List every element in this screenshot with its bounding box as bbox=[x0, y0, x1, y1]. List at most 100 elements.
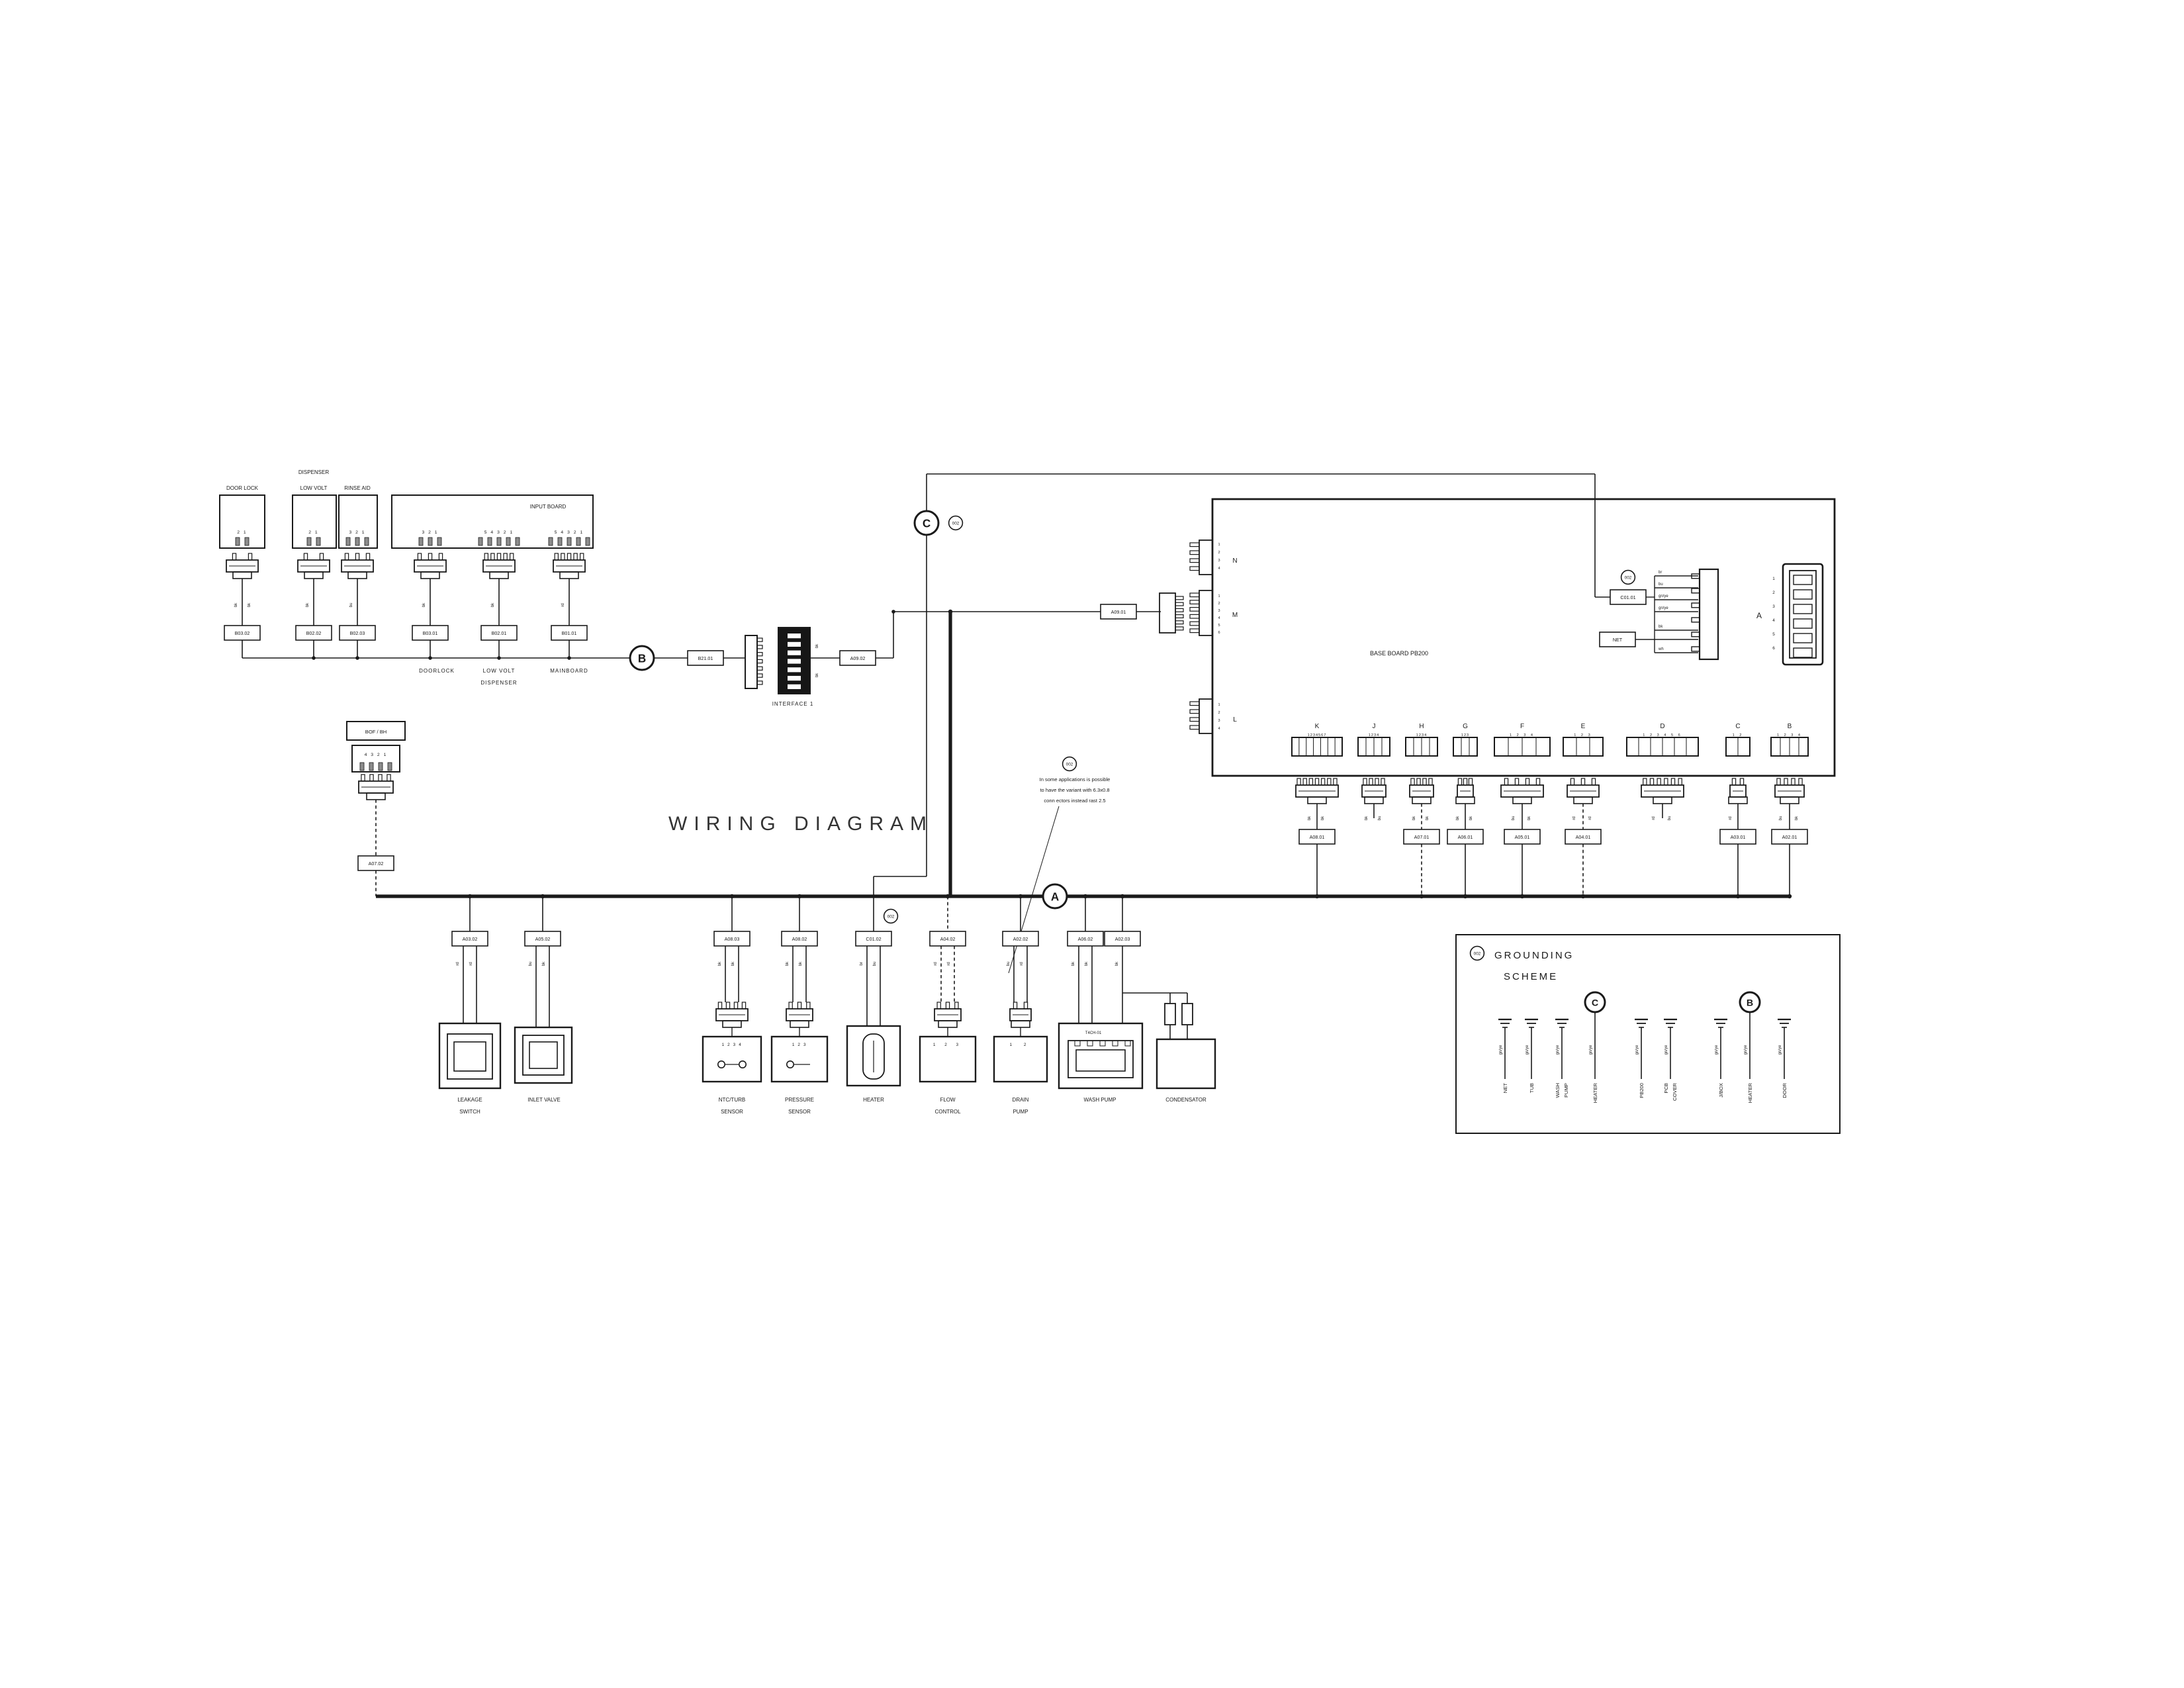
grounding-title: GROUNDING bbox=[1494, 950, 1574, 961]
base-board bbox=[1211, 498, 1836, 777]
node-label: C bbox=[1592, 998, 1598, 1009]
connector-tooth bbox=[1189, 542, 1200, 547]
text-label: 1 2 3 bbox=[1574, 733, 1592, 737]
ref-A07.02 bbox=[357, 855, 394, 871]
interface-plug bbox=[745, 635, 758, 689]
text-label: bk bbox=[718, 961, 722, 966]
connector-tooth bbox=[1381, 778, 1385, 786]
junction-dot bbox=[729, 894, 735, 899]
connector-stem bbox=[1653, 796, 1672, 804]
text-label: bk bbox=[542, 961, 546, 966]
connector-tooth bbox=[1798, 778, 1803, 786]
connector-tooth bbox=[573, 553, 578, 561]
text-label: bu bbox=[873, 962, 877, 966]
connector-stem bbox=[559, 571, 579, 579]
connector-tooth bbox=[503, 553, 508, 561]
base-board-label: BASE BOARD PB200 bbox=[1370, 650, 1428, 657]
connector-slot bbox=[1793, 633, 1813, 643]
text-label: 3 bbox=[1772, 604, 1775, 609]
connector-tooth bbox=[561, 553, 565, 561]
text-label: gn/ye bbox=[1659, 606, 1668, 610]
circle bbox=[786, 1060, 795, 1069]
text-label: bu bbox=[349, 603, 353, 608]
ref-A04.01 bbox=[1565, 829, 1602, 845]
connector-stem bbox=[366, 792, 386, 800]
text-label: gn/ye bbox=[1635, 1045, 1639, 1055]
text-label: DOORLOCK bbox=[419, 668, 455, 674]
connector-tooth bbox=[1657, 778, 1661, 786]
dispenser-box bbox=[292, 494, 337, 549]
text-label: 4 3 2 1 bbox=[365, 753, 388, 757]
ref-label: A08.01 bbox=[1310, 834, 1325, 840]
connector-tooth bbox=[1175, 602, 1184, 606]
text-label: bk bbox=[1469, 816, 1473, 820]
connector-tooth bbox=[1189, 717, 1200, 722]
ref-label: A02.03 bbox=[1115, 936, 1130, 942]
connector-tooth bbox=[417, 553, 422, 561]
connector-stem bbox=[1512, 796, 1532, 804]
text-label: D bbox=[1660, 723, 1664, 730]
connector-tooth bbox=[1175, 596, 1184, 600]
node-label: B bbox=[638, 653, 646, 665]
connector-tooth bbox=[1333, 778, 1338, 786]
text-label: 1 2 3 4 5 6 bbox=[1643, 733, 1682, 737]
text-label: gn/ye bbox=[1664, 1045, 1668, 1055]
text-label: bk bbox=[234, 602, 238, 607]
text-label: NET bbox=[1502, 1083, 1508, 1094]
text-label: 3 bbox=[1218, 609, 1220, 613]
connector-tooth bbox=[1580, 778, 1586, 786]
text-label: br bbox=[1659, 571, 1662, 575]
text-label: bk bbox=[491, 602, 495, 607]
text-label: 3 2 1 bbox=[422, 530, 438, 535]
box bbox=[351, 745, 400, 773]
connector-tooth bbox=[1369, 778, 1373, 786]
text-label: 1 bbox=[1218, 543, 1220, 547]
text-label: bk bbox=[786, 961, 790, 966]
text-label: bk bbox=[815, 673, 819, 677]
board-socket bbox=[1453, 737, 1478, 757]
connector-stem bbox=[1728, 796, 1748, 804]
text-label: DISPENSER bbox=[298, 469, 329, 475]
text-label: 123 bbox=[1461, 733, 1469, 737]
text-label: rd bbox=[934, 962, 938, 965]
connector-tooth bbox=[756, 651, 763, 657]
text-label: F bbox=[1520, 723, 1524, 730]
pin-tick bbox=[244, 537, 250, 546]
text-label: rd bbox=[1729, 816, 1733, 820]
connector-tooth bbox=[1422, 778, 1427, 786]
connector-tooth bbox=[1535, 778, 1541, 786]
text-label: gn/ye bbox=[1659, 594, 1668, 598]
connector-tooth bbox=[1302, 778, 1307, 786]
connector-tooth bbox=[361, 774, 365, 782]
text-label: WASH bbox=[1555, 1083, 1561, 1098]
pin-tick bbox=[378, 762, 383, 771]
connector-tooth bbox=[567, 553, 572, 561]
leakage-switch-label: LEAKAGE bbox=[457, 1097, 482, 1103]
text-label: bk bbox=[815, 643, 819, 648]
connector-tooth bbox=[797, 1002, 802, 1009]
connector-stem bbox=[1412, 796, 1432, 804]
connector-tooth bbox=[232, 553, 237, 561]
connector-tooth bbox=[1189, 606, 1200, 612]
pin-tick bbox=[548, 537, 553, 546]
ref-A05.02 bbox=[524, 931, 561, 947]
box bbox=[1112, 1040, 1118, 1047]
ref-A08.03 bbox=[713, 931, 751, 947]
text-label: 5 bbox=[1218, 624, 1220, 628]
connector-stem bbox=[1011, 1020, 1030, 1028]
ref-B02.01 bbox=[480, 625, 518, 641]
text-label: 4 bbox=[1218, 567, 1220, 571]
badge-label: 002 bbox=[887, 914, 895, 919]
connector-tooth bbox=[1591, 778, 1596, 786]
connector-stem bbox=[232, 571, 252, 579]
ref-label: A08.03 bbox=[725, 936, 740, 942]
heater-label: HEATER bbox=[863, 1097, 884, 1103]
ref-A05.01 bbox=[1504, 829, 1541, 845]
text-label: bk bbox=[1365, 816, 1369, 820]
capacitor bbox=[1181, 1003, 1193, 1025]
connector-stem bbox=[347, 571, 367, 579]
box bbox=[529, 1041, 558, 1069]
pressure-sensor-label: PRESSURE bbox=[785, 1097, 814, 1103]
node-C bbox=[913, 510, 940, 536]
